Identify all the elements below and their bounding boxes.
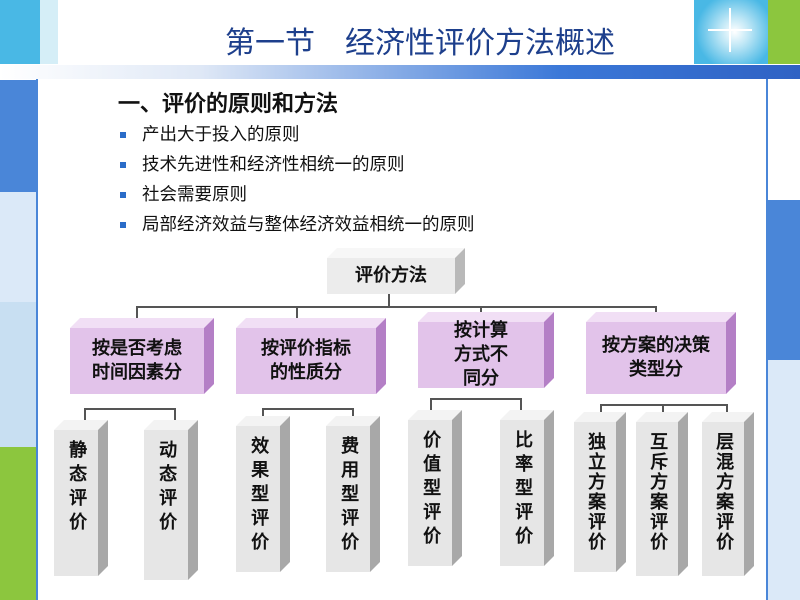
connector-cat2-horizontal bbox=[262, 408, 354, 410]
connector-cat4-horizontal bbox=[600, 404, 728, 406]
connector-cat3-horizontal bbox=[430, 398, 522, 400]
leaf-label: 价值型评价 bbox=[420, 430, 442, 550]
star-glow-decoration bbox=[694, 0, 768, 64]
bullet-square-icon bbox=[120, 222, 126, 228]
connector-to-category-1 bbox=[136, 306, 138, 328]
list-item-text: 技术先进性和经济性相统一的原则 bbox=[142, 155, 405, 175]
list-item: 产出大于投入的原则 bbox=[118, 120, 475, 150]
section-heading: 一、评价的原则和方法 bbox=[118, 92, 339, 117]
connector-cat1-horizontal bbox=[84, 408, 176, 410]
connector-root-horizontal bbox=[136, 306, 657, 308]
bullet-square-icon bbox=[120, 132, 126, 138]
connector-cat3-leaf2 bbox=[520, 398, 522, 414]
leaf-dynamic-evaluation: 动态评价 bbox=[144, 420, 198, 580]
connector-to-category-2 bbox=[296, 306, 298, 328]
connector-cat1-leaf1 bbox=[84, 408, 86, 424]
frame-left-divider bbox=[36, 79, 38, 600]
category-node-time: 按是否考虑时间因素分 bbox=[70, 318, 214, 394]
frame-right-divider bbox=[766, 79, 768, 600]
leaf-label: 动态评价 bbox=[156, 440, 178, 536]
frame-left-block-blue bbox=[0, 80, 36, 192]
leaf-label: 层混方案评价 bbox=[713, 432, 735, 552]
root-node: 评价方法 bbox=[327, 248, 465, 294]
category-label: 按方案的决策类型分 bbox=[602, 334, 710, 380]
frame-left-block-light bbox=[0, 192, 36, 302]
frame-block-top-left-light bbox=[40, 0, 58, 64]
leaf-label: 独立方案评价 bbox=[585, 432, 607, 552]
list-item-text: 社会需要原则 bbox=[142, 185, 247, 205]
leaf-label: 费用型评价 bbox=[338, 436, 360, 556]
leaf-cost-evaluation: 费用型评价 bbox=[326, 416, 380, 572]
category-label: 按计算方式不同分 bbox=[454, 319, 508, 390]
category-node-decision: 按方案的决策类型分 bbox=[586, 312, 736, 394]
connector-cat3-leaf1 bbox=[430, 398, 432, 414]
frame-right-block-2 bbox=[768, 200, 800, 360]
leaf-ratio-evaluation: 比率型评价 bbox=[500, 410, 554, 566]
category-label: 按评价指标的性质分 bbox=[261, 337, 351, 383]
category-node-indicator: 按评价指标的性质分 bbox=[236, 318, 386, 394]
principles-list: 产出大于投入的原则 技术先进性和经济性相统一的原则 社会需要原则 局部经济效益与… bbox=[118, 120, 475, 240]
bullet-square-icon bbox=[120, 162, 126, 168]
connector-root-down bbox=[388, 294, 390, 308]
frame-right-block-1 bbox=[768, 79, 800, 199]
leaf-label: 静态评价 bbox=[66, 440, 88, 536]
list-item: 局部经济效益与整体经济效益相统一的原则 bbox=[118, 210, 475, 240]
frame-left-block-mid bbox=[0, 302, 36, 447]
frame-block-top-right-green bbox=[768, 0, 800, 64]
category-node-calculation: 按计算方式不同分 bbox=[418, 312, 554, 390]
frame-left-block-green bbox=[0, 447, 36, 600]
leaf-independent-evaluation: 独立方案评价 bbox=[574, 412, 626, 572]
root-node-label: 评价方法 bbox=[355, 264, 427, 286]
frame-block-top-left bbox=[0, 0, 40, 64]
connector-cat1-leaf2 bbox=[174, 408, 176, 424]
list-item: 技术先进性和经济性相统一的原则 bbox=[118, 150, 475, 180]
header-gradient-rule bbox=[0, 65, 800, 79]
leaf-label: 效果型评价 bbox=[248, 436, 270, 556]
list-item-text: 局部经济效益与整体经济效益相统一的原则 bbox=[142, 215, 475, 235]
list-item: 社会需要原则 bbox=[118, 180, 475, 210]
bullet-square-icon bbox=[120, 192, 126, 198]
leaf-value-evaluation: 价值型评价 bbox=[408, 410, 462, 566]
list-item-text: 产出大于投入的原则 bbox=[142, 125, 300, 145]
frame-right-block-3 bbox=[768, 360, 800, 600]
leaf-label: 比率型评价 bbox=[512, 430, 534, 550]
leaf-label: 互斥方案评价 bbox=[647, 432, 669, 552]
leaf-effect-evaluation: 效果型评价 bbox=[236, 416, 290, 572]
category-label: 按是否考虑时间因素分 bbox=[92, 337, 182, 383]
leaf-exclusive-evaluation: 互斥方案评价 bbox=[636, 412, 688, 576]
leaf-mixed-evaluation: 层混方案评价 bbox=[702, 412, 754, 576]
title-bar-background bbox=[0, 0, 800, 64]
leaf-static-evaluation: 静态评价 bbox=[54, 420, 108, 576]
slide-title: 第一节 经济性评价方法概述 bbox=[225, 26, 615, 61]
